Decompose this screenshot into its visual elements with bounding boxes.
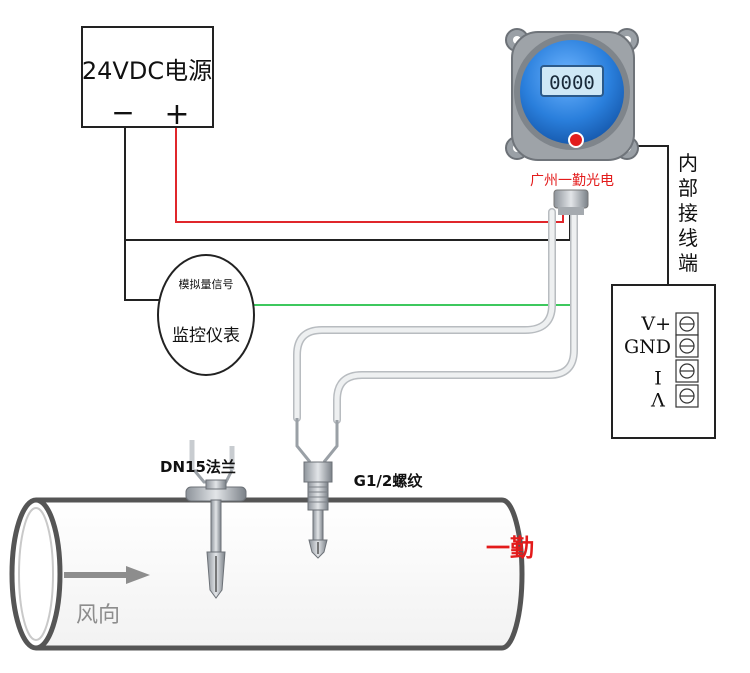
internal-wiring-char-2: 部 bbox=[678, 176, 698, 200]
power-supply: 24VDC电源 − + bbox=[81, 26, 214, 132]
terminal-label-v: V bbox=[651, 388, 666, 410]
terminal-label-gnd: GND bbox=[624, 336, 671, 358]
monitor-instrument: 模拟量信号 监控仪表 bbox=[157, 254, 255, 376]
thread-probe-label: G1/2螺纹 bbox=[354, 472, 424, 490]
terminal-label-i: I bbox=[654, 366, 662, 388]
monitor-name: 监控仪表 bbox=[172, 326, 240, 346]
flow-arrow-icon bbox=[64, 566, 150, 584]
cable-gland bbox=[553, 189, 589, 209]
lcd-display bbox=[540, 65, 604, 97]
thread-body bbox=[307, 481, 329, 511]
terminal-label-vplus: V+ bbox=[640, 313, 671, 335]
wire-signal bbox=[250, 214, 576, 306]
pipe-body bbox=[36, 497, 525, 651]
wire-internal-leader bbox=[585, 145, 669, 284]
thread-probe-stem bbox=[312, 509, 324, 541]
wire-negative bbox=[124, 128, 571, 241]
transmitter-brand: 广州一勤光电 bbox=[530, 173, 614, 189]
pipe-brand-mark: 一勤 bbox=[486, 534, 534, 562]
power-supply-box bbox=[81, 26, 214, 128]
thread-nut bbox=[303, 461, 333, 483]
pipe-end-left bbox=[9, 497, 63, 651]
flange-probe-stem bbox=[210, 499, 222, 553]
power-minus-label: − bbox=[111, 96, 134, 129]
probe-thread: G1/2螺纹 bbox=[295, 418, 424, 559]
wire-positive bbox=[175, 124, 564, 223]
monitor-ellipse bbox=[157, 254, 255, 376]
internal-wiring-char-5: 端 bbox=[678, 251, 698, 275]
flange-probe-label: DN15法兰 bbox=[160, 458, 236, 476]
wire-monitor-return bbox=[124, 240, 160, 301]
internal-wiring: 内 部 接 线 端 V+ GND I V bbox=[611, 151, 716, 439]
internal-wiring-char-3: 接 bbox=[678, 201, 698, 225]
probe-flange: DN15法兰 bbox=[160, 440, 247, 599]
lcd-reading: 0000 bbox=[549, 72, 595, 94]
terminal-block bbox=[611, 284, 716, 439]
internal-wiring-char-1: 内 bbox=[678, 151, 698, 175]
pipe: 风向 一勤 bbox=[9, 497, 534, 651]
probe-cables bbox=[293, 208, 578, 424]
monitor-signal-label: 模拟量信号 bbox=[179, 277, 234, 291]
status-led bbox=[568, 132, 584, 148]
power-supply-title: 24VDC电源 bbox=[82, 57, 212, 85]
terminal-screws bbox=[675, 312, 699, 408]
transmitter: 0000 广州一勤光电 bbox=[505, 28, 639, 215]
flow-direction-label: 风向 bbox=[76, 603, 120, 628]
internal-wiring-char-4: 线 bbox=[678, 226, 698, 250]
power-plus-label: + bbox=[164, 97, 189, 132]
